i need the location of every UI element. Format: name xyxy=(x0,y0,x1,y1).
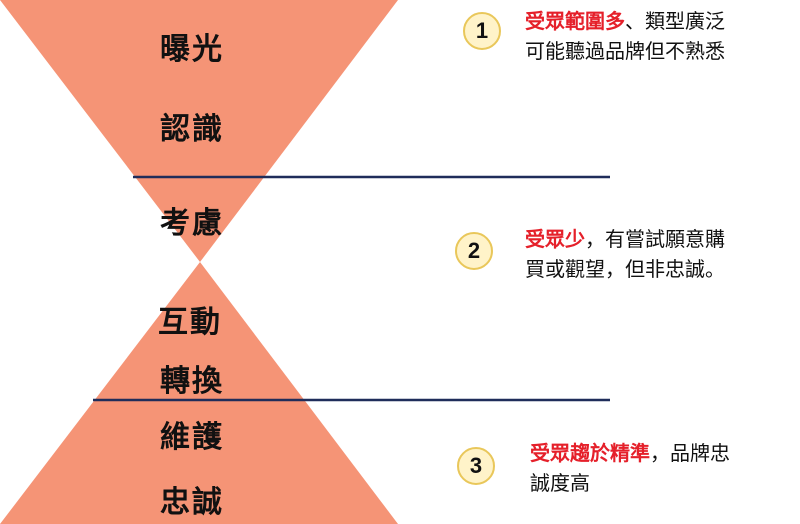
description-1: 受眾範圍多、類型廣泛 可能聽過品牌但不熟悉 xyxy=(525,6,725,66)
description-2-line-1: 受眾少，有嘗試願意購 xyxy=(525,224,725,254)
description-3-line-2: 誠度高 xyxy=(530,471,590,495)
bottom-funnel-triangle xyxy=(0,262,398,524)
number-badge-3: 3 xyxy=(457,447,495,485)
description-3-line-1-rest: ，品牌忠 xyxy=(650,441,730,465)
description-2-highlight: 受眾少 xyxy=(525,227,585,251)
stage-label-conversion: 轉換 xyxy=(160,364,224,399)
description-3-line-1: 受眾趨於精準，品牌忠 xyxy=(530,438,730,468)
description-1-line-2: 可能聽過品牌但不熟悉 xyxy=(525,39,725,63)
number-badge-2: 2 xyxy=(455,232,493,270)
description-2-line-1-rest: ，有嘗試願意購 xyxy=(585,227,725,251)
stage-label-exposure: 曝光 xyxy=(160,32,224,67)
stage-label-retention: 維護 xyxy=(160,420,224,455)
stage-label-awareness: 認識 xyxy=(160,112,224,147)
stage-label-consideration: 考慮 xyxy=(160,206,224,241)
description-3: 受眾趨於精準，品牌忠 誠度高 xyxy=(530,438,730,498)
description-3-highlight: 受眾趨於精準 xyxy=(530,441,650,465)
stage-label-loyalty: 忠誠 xyxy=(160,485,224,520)
top-funnel-triangle xyxy=(0,0,398,262)
description-1-line-1-rest: 、類型廣泛 xyxy=(625,9,725,33)
description-2-line-2: 買或觀望，但非忠誠。 xyxy=(525,257,725,281)
stage-label-engagement: 互動 xyxy=(158,305,222,340)
number-badge-1: 1 xyxy=(463,12,501,50)
description-2: 受眾少，有嘗試願意購 買或觀望，但非忠誠。 xyxy=(525,224,725,284)
description-1-line-1: 受眾範圍多、類型廣泛 xyxy=(525,6,725,36)
description-1-highlight: 受眾範圍多 xyxy=(525,9,625,33)
